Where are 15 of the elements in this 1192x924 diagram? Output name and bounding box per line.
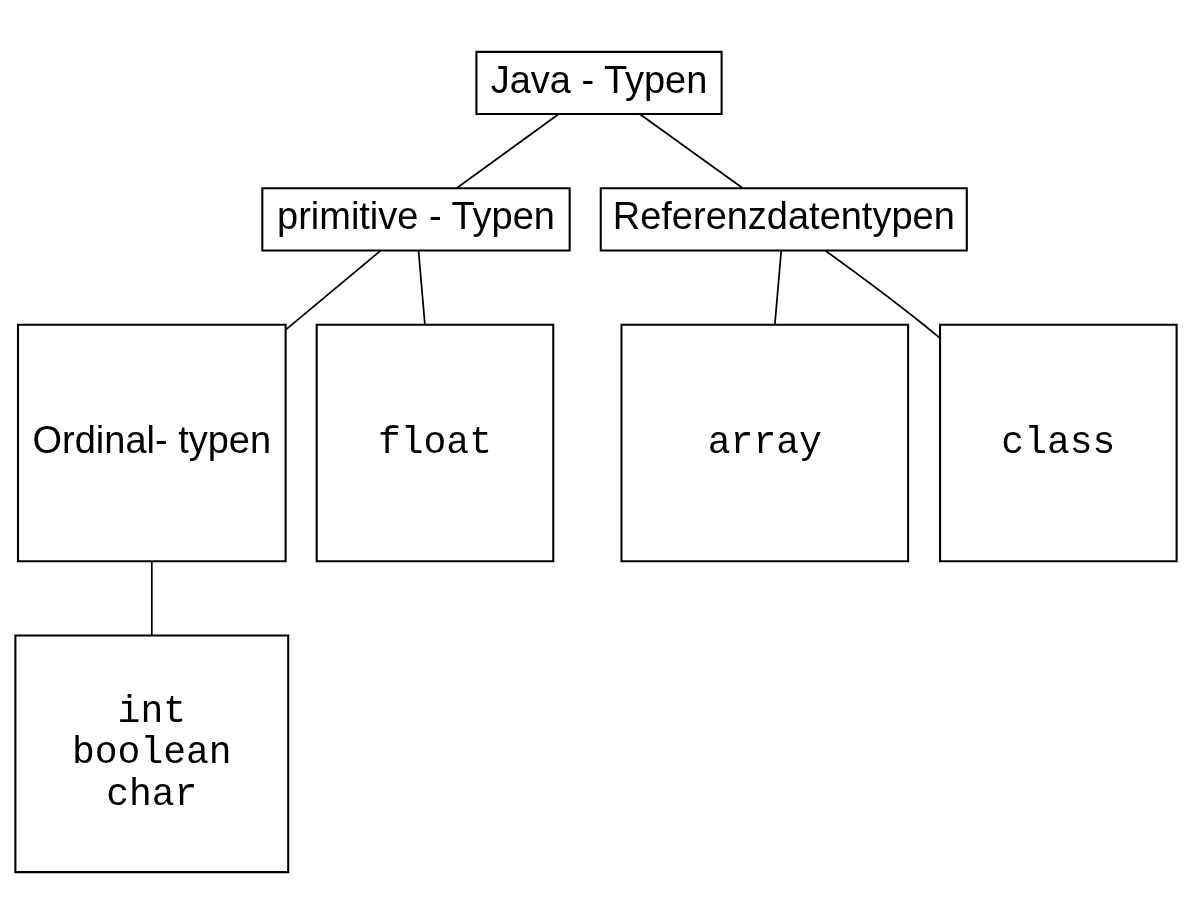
node-box: Referenzdatentypen (599, 187, 968, 252)
connector (417, 249, 426, 326)
connector (455, 113, 560, 190)
connector (639, 113, 744, 190)
node-box: int boolean char (14, 634, 290, 874)
connector (824, 249, 941, 339)
connector (285, 249, 382, 331)
connector (774, 249, 783, 326)
node-box: class (939, 323, 1178, 563)
node-box: Ordinal- typen (16, 323, 287, 563)
connector (150, 560, 153, 637)
node-box: float (315, 323, 555, 563)
node-box: Java - Typen (475, 50, 723, 116)
node-box: array (620, 323, 910, 563)
node-box: primitive - Typen (261, 187, 571, 252)
